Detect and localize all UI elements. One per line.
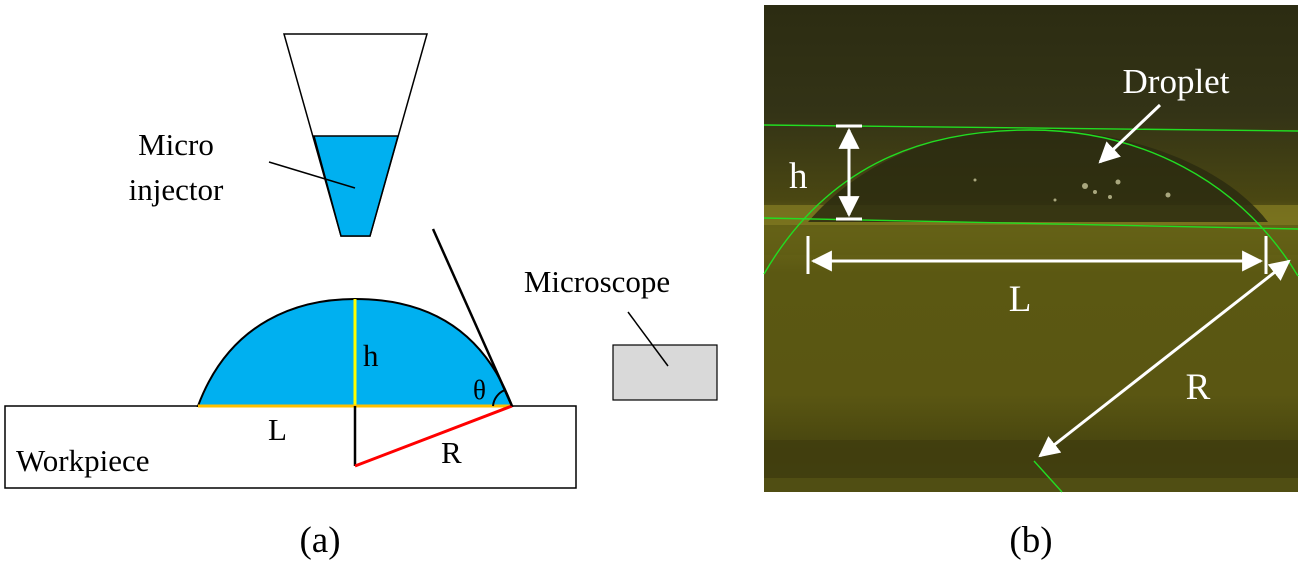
panel-b: Droplet h L R (b)	[763, 5, 1299, 561]
injector-liquid	[313, 135, 399, 237]
micro-injector	[283, 33, 428, 237]
microscope-leader-line	[627, 311, 669, 367]
photo-R-label: R	[1186, 367, 1211, 408]
photo-h-label: h	[789, 156, 808, 197]
microscope-label: Microscope	[524, 264, 670, 299]
h-label: h	[363, 338, 379, 373]
photo-annotations	[806, 103, 1291, 458]
injector-leader-line	[268, 161, 356, 189]
panel-b-caption: (b)	[1009, 520, 1052, 561]
microscope-box	[612, 344, 718, 401]
theta-label: θ	[473, 375, 486, 405]
workpiece-label: Workpiece	[16, 443, 150, 478]
L-label: L	[268, 412, 287, 447]
droplet-pointer-arrow	[1098, 103, 1162, 164]
tangent-line	[431, 228, 514, 407]
panel-a: Micro injector Workpiece h L R θ Microsc…	[4, 33, 718, 561]
R-dimension-arrow	[1038, 259, 1291, 458]
photo-L-label: L	[1009, 279, 1032, 320]
radius-line	[354, 404, 513, 468]
droplet-label: Droplet	[1123, 62, 1230, 101]
R-label: R	[441, 435, 462, 470]
panel-a-caption: (a)	[299, 520, 340, 561]
injector-label-line1: Micro	[138, 127, 214, 162]
contact-angle-arc	[492, 389, 506, 407]
injector-label-line2: injector	[129, 172, 224, 207]
droplet-photo	[763, 5, 1299, 493]
workpiece	[4, 405, 577, 489]
